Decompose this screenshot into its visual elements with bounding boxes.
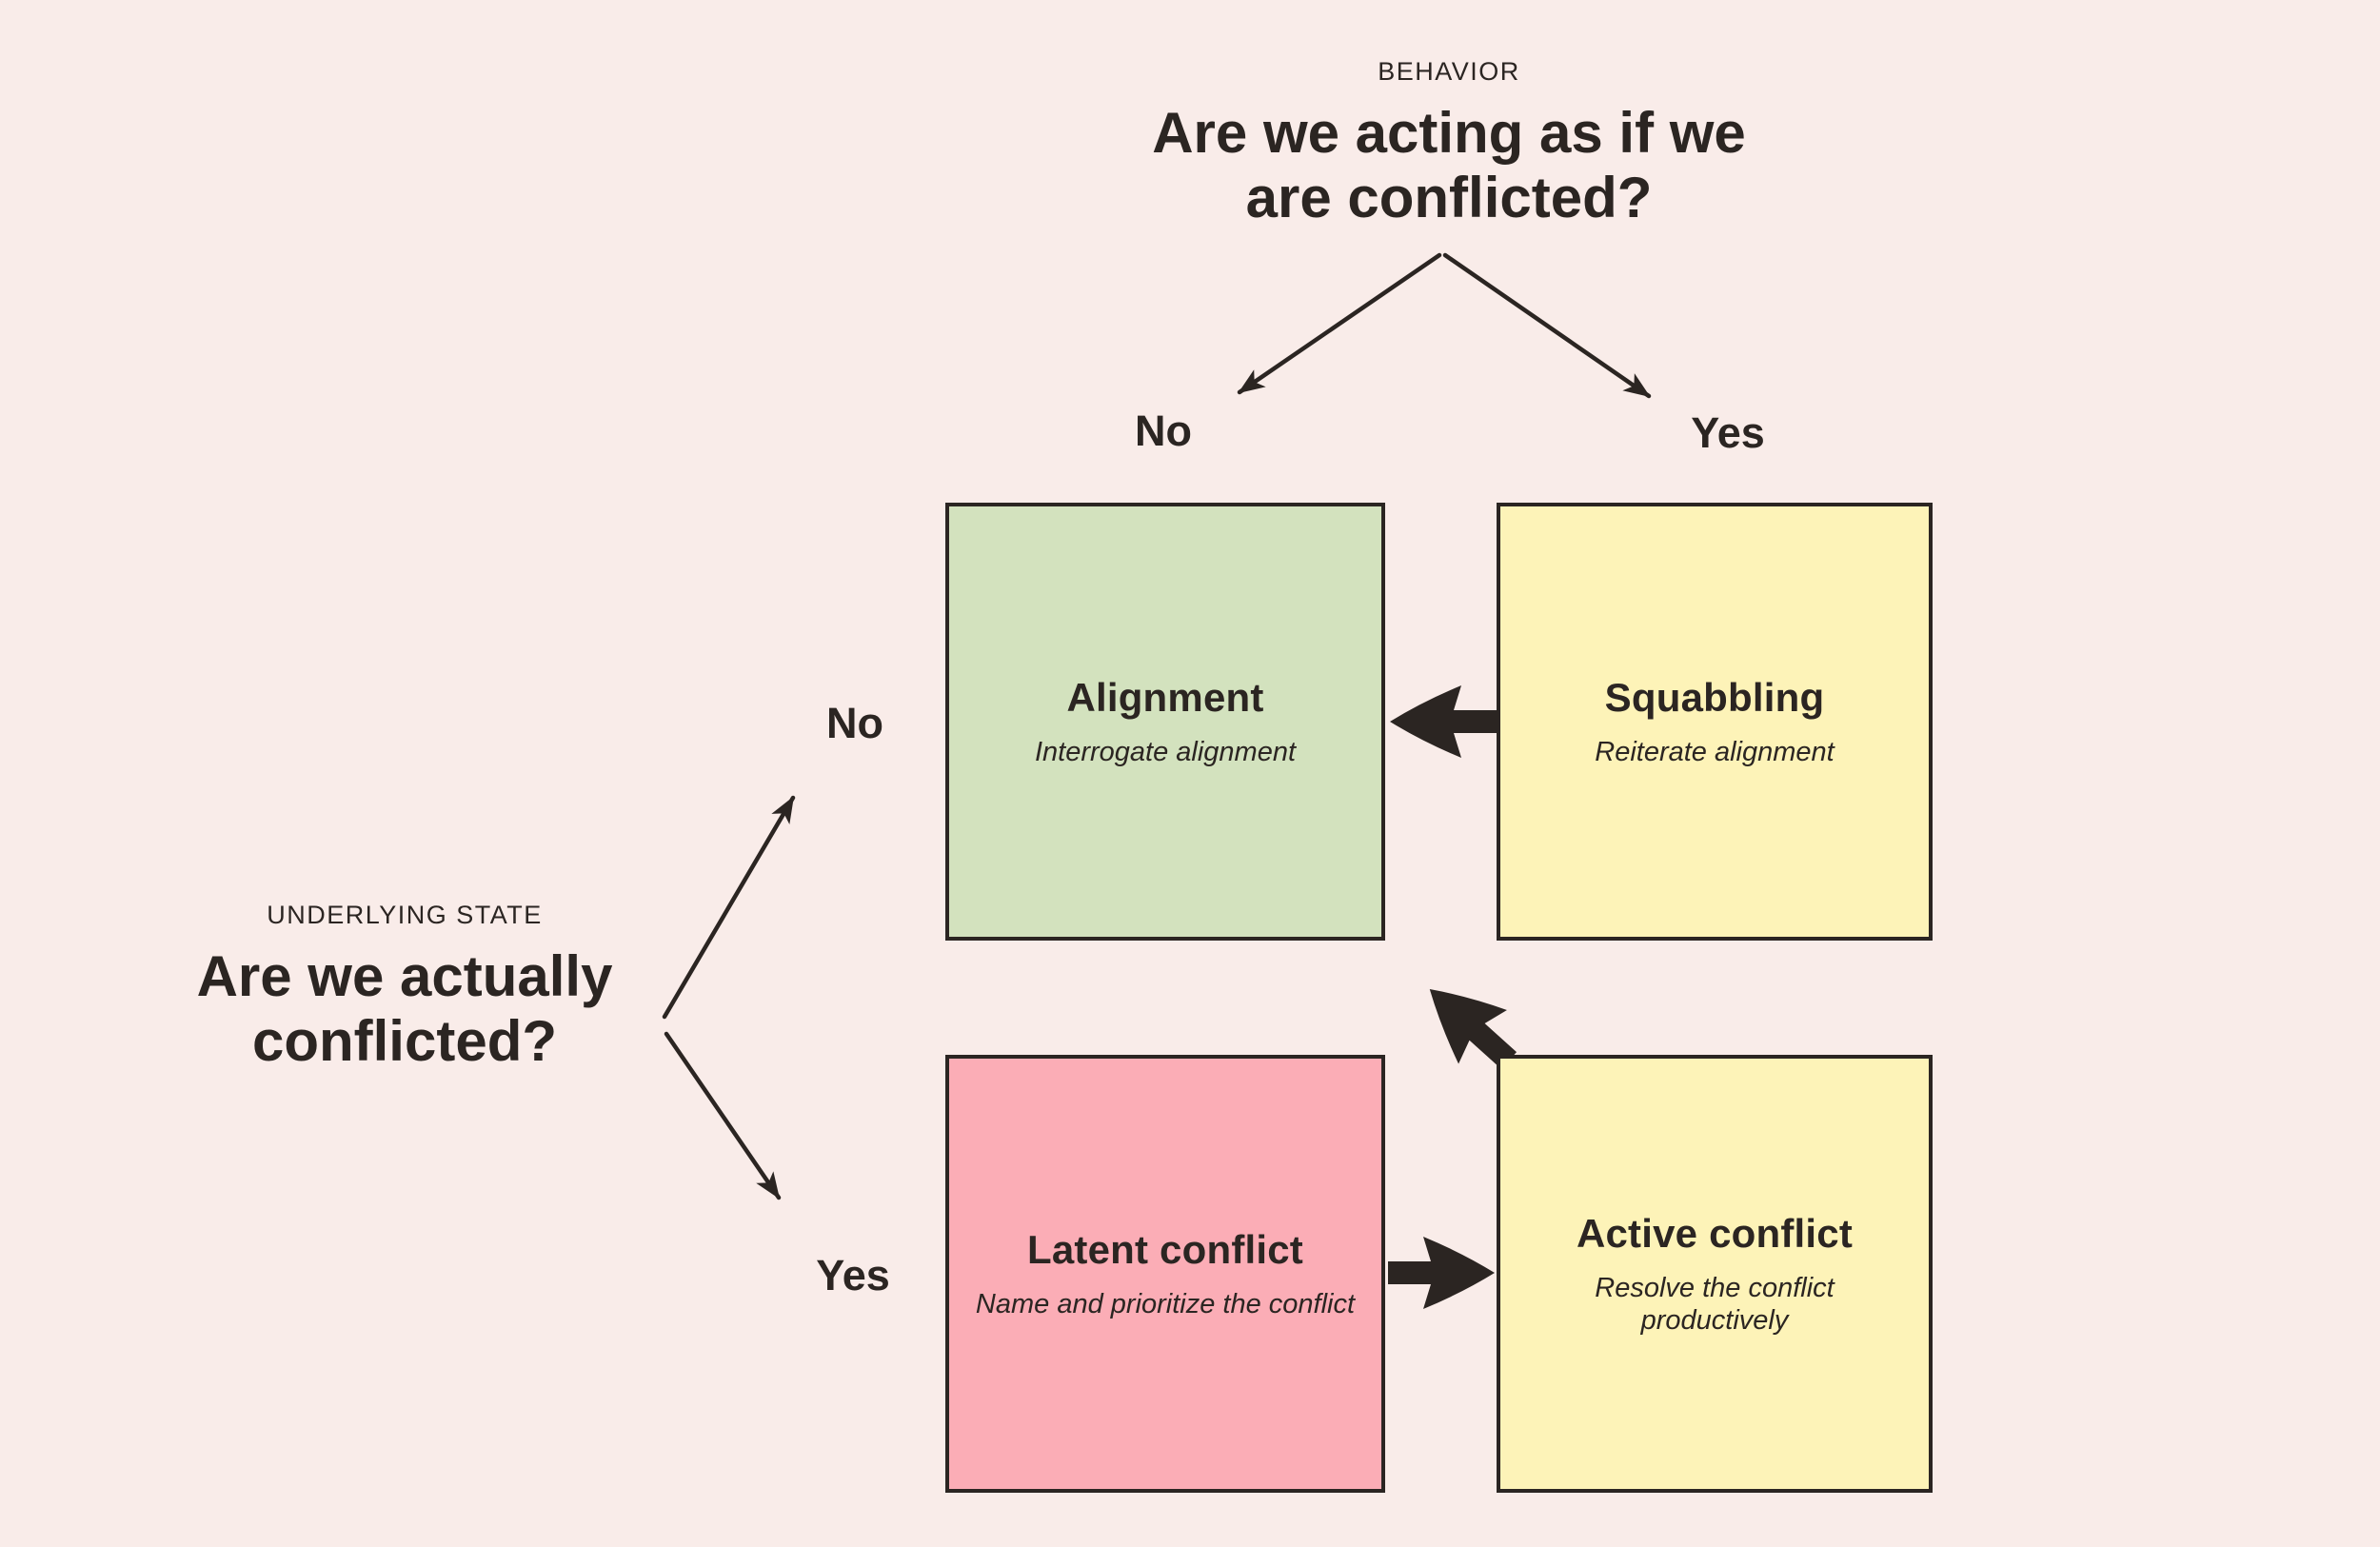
state-no-branch-arrow	[662, 795, 796, 1020]
quadrant-alignment: Alignment Interrogate alignment	[945, 503, 1385, 941]
behavior-no-branch-arrow	[1237, 252, 1442, 395]
quadrant-subtitle: Interrogate alignment	[1034, 737, 1297, 767]
behavior-yes-label: Yes	[1691, 408, 1765, 457]
state-yes-branch-arrow	[664, 1031, 782, 1200]
quadrant-latent-conflict: Latent conflict Name and prioritize the …	[945, 1055, 1385, 1493]
quadrant-subtitle: Resolve the conflict productively	[1595, 1273, 1835, 1336]
arrow-latent-to-active	[1388, 1237, 1495, 1309]
behavior-question-line2: are conflicted?	[1245, 166, 1653, 229]
behavior-fork	[1237, 252, 1652, 399]
quadrant-title: Squabbling	[1604, 675, 1825, 720]
quadrant-title: Latent conflict	[1026, 1227, 1303, 1272]
behavior-axis-eyebrow: BEHAVIOR	[1378, 57, 1520, 86]
quadrant-title: Active conflict	[1576, 1211, 1854, 1256]
quadrant-subtitle: Name and prioritize the conflict	[975, 1289, 1356, 1319]
state-fork	[662, 795, 796, 1200]
state-question-line1: Are we actually	[196, 944, 613, 1008]
quadrant-title: Alignment	[1066, 675, 1264, 720]
behavior-axis: BEHAVIOR Are we acting as if we are conf…	[973, 57, 1925, 230]
state-axis-question: Are we actually conflicted?	[24, 944, 785, 1074]
behavior-yes-branch-arrow	[1442, 252, 1652, 399]
behavior-axis-question: Are we acting as if we are conflicted?	[973, 101, 1925, 230]
behavior-no-label: No	[1135, 407, 1192, 455]
quadrant-subtitle: Reiterate alignment	[1595, 737, 1835, 767]
state-axis: UNDERLYING STATE Are we actually conflic…	[24, 901, 785, 1074]
state-no-label: No	[826, 699, 883, 747]
state-yes-label: Yes	[816, 1251, 890, 1299]
quadrant-active-conflict: Active conflict Resolve the conflict pro…	[1497, 1055, 1933, 1493]
arrow-squabbling-to-alignment	[1390, 685, 1497, 758]
state-axis-eyebrow: UNDERLYING STATE	[267, 901, 543, 929]
behavior-question-line1: Are we acting as if we	[1152, 101, 1746, 165]
quadrant-squabbling: Squabbling Reiterate alignment	[1497, 503, 1933, 941]
state-question-line2: conflicted?	[251, 1009, 557, 1073]
arrow-active-to-alignment	[1429, 989, 1517, 1069]
